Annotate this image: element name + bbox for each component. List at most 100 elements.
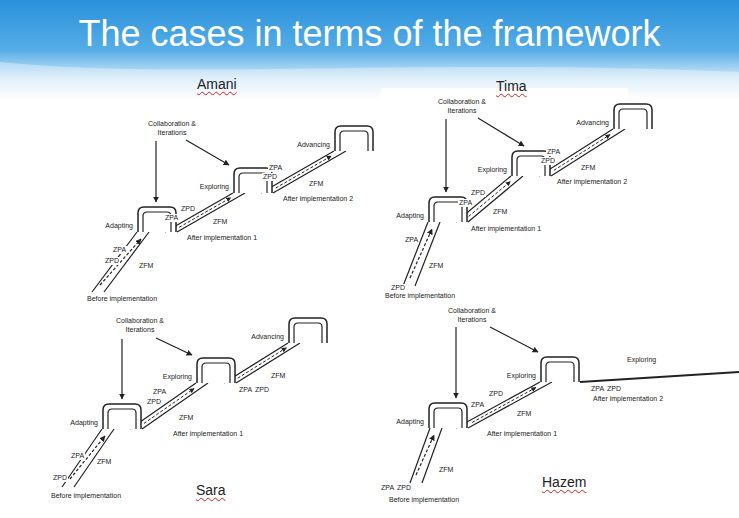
arch-outer [541,357,579,382]
zone-label: ZPA [546,148,561,156]
phase-label: After implementation 1 [172,430,244,438]
ramp-rail [142,383,208,429]
zone-label: ZFM [270,372,286,380]
phase-label: After implementation 2 [556,178,628,186]
stage-arch: Adapting [428,402,468,428]
phase-label: Before implementation [50,492,122,500]
zone-label: ZPA [70,452,85,460]
stage-name: Exploring [199,183,230,191]
zone-label: ZFM [516,410,532,418]
zone-label: ZPA [590,385,605,393]
stage-arch: Advancing [334,125,374,151]
zone-label: ZFM [428,262,444,270]
zone-label: ZPD [146,398,162,406]
zone-label: ZFM [178,414,194,422]
ramp-arrow [144,389,194,424]
arch-outer [429,403,467,428]
arch-inner [434,408,462,428]
phase-label: Before implementation [388,496,460,504]
zone-label: ZPA [380,484,395,492]
zone-label: ZPA [238,386,253,394]
phase-label: After implementation 2 [282,195,354,203]
ramp-rail [273,151,346,193]
zone-label: ZPD [606,385,622,393]
ramp-rail [468,382,552,428]
stage-name: Exploring [162,373,193,381]
influence-arrow [478,118,524,146]
ramp-rail [236,343,300,383]
zone-label: ZPA [404,236,419,244]
ramp-connector [165,193,245,232]
arch-outer [197,358,235,383]
pasted-panel [381,88,628,300]
ramp-arrow [100,239,141,285]
ramp-rail [468,176,523,222]
stage-name: Advancing [575,119,610,127]
stage-arch: Exploring [196,357,236,383]
influence-note: Collaboration & Iterations [146,119,198,137]
phase-label: After implementation 1 [470,225,542,233]
arch-inner [294,323,322,343]
zone-label: ZPD [540,157,556,165]
stage-name: Adapting [395,418,425,426]
influence-arrow [186,140,229,165]
zone-label: ZPA [152,388,167,396]
zone-label: ZFM [138,262,154,270]
continuation-line [580,372,739,382]
ramp-rail [92,232,137,292]
zone-label: ZPD [470,189,486,197]
arch-outer [614,104,652,129]
zone-label: ZFM [492,208,508,216]
stage-name: Adapting [69,419,99,427]
arch-outline [540,356,580,382]
ramp-rail [410,428,430,483]
header-wave [0,62,739,100]
arch-inner [546,362,574,382]
influence-note: Collaboration & Iterations [436,97,488,115]
stage-name: Exploring [477,166,508,174]
zone-label: ZPD [262,173,278,181]
ramp-rail [403,222,428,286]
zone-label: Exploring [626,356,657,364]
zone-label: ZFM [438,466,454,474]
zone-label: ZPD [488,390,504,398]
ramp-arrow [276,156,331,188]
ramp-arrow [469,182,511,217]
ramp-connector [456,382,552,428]
zone-label: ZFM [212,218,228,226]
arch-outline [288,317,328,343]
zone-label: ZPD [254,386,270,394]
stage-arch: Exploring [540,356,580,382]
influence-arrow [445,119,446,192]
stage-name: Advancing [296,141,331,149]
case-name: Hazem [542,474,586,490]
ramp-rail [415,222,440,286]
ramp-arrow [416,435,434,475]
header-band [0,0,739,100]
zone-label: ZPA [112,246,127,254]
stage-name: Adapting [395,212,425,220]
arch-outline [334,125,374,151]
zone-label: ZPD [180,205,196,213]
arch-outer [335,126,373,151]
influence-arrow [490,327,538,352]
stage-name: Exploring [506,372,537,380]
ramp-arrow [179,198,231,228]
arch-outline [613,103,653,129]
phase-label: After implementation 1 [186,234,258,242]
case-name: Tima [496,78,527,94]
zone-label: ZPD [390,284,406,292]
arch-inner [340,131,368,151]
ramp-rail [551,129,625,176]
zone-label: ZPD [104,257,120,265]
case-name: Sara [196,482,226,498]
ramp-connector [539,129,625,176]
arch-inner [619,109,647,129]
arch-outline [102,403,142,429]
arch-inner [202,363,230,383]
zone-label: ZPA [268,164,283,172]
zone-label: ZPD [52,474,68,482]
phase-label: After implementation 1 [486,430,558,438]
arch-inner [108,409,136,429]
zone-label: ZPA [458,199,473,207]
